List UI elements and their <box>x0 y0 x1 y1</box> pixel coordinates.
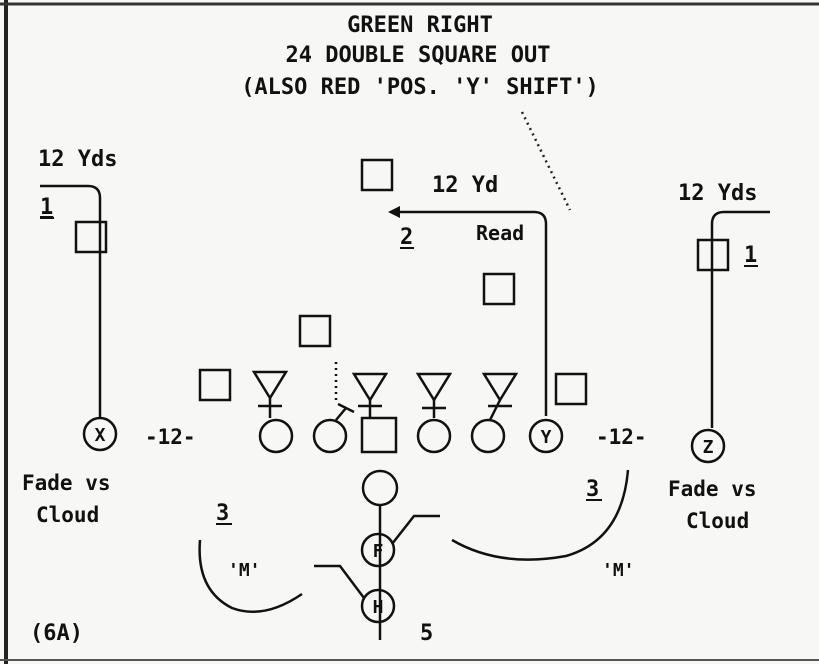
figure-label: (6A) <box>30 621 83 646</box>
x-note-line1: Fade vs <box>22 471 111 495</box>
x-receiver-letter: X <box>95 425 106 446</box>
x-route-depth: 12 Yds <box>38 147 117 172</box>
halfback-circle <box>360 588 396 624</box>
left-tackle <box>258 418 294 454</box>
z-route-depth: 12 Yds <box>678 181 757 206</box>
halfback-letter: H <box>373 597 384 618</box>
y-route-depth: 12 Yd <box>432 173 498 198</box>
x-note-line2: Cloud <box>36 503 99 527</box>
left-guard <box>312 418 348 454</box>
z-read-number: 1 <box>744 243 757 268</box>
defensive-lineman-4 <box>481 372 519 403</box>
left-hook-zone-curve <box>198 539 303 614</box>
defensive-lineman-1 <box>251 370 289 401</box>
play-name: 24 DOUBLE SQUARE OUT <box>286 43 551 68</box>
defensive-lineman-2 <box>351 372 389 403</box>
play-alternate: (ALSO RED 'POS. 'Y' SHIFT') <box>241 75 599 100</box>
linebacker-defender-right <box>482 272 516 306</box>
left-zone-label: 'M' <box>228 560 261 581</box>
right-hook-zone-curve <box>451 469 630 561</box>
safety-defender <box>360 158 394 192</box>
z-receiver-letter: Z <box>703 437 714 458</box>
halfback-block-path <box>314 564 365 599</box>
fullback-circle <box>360 532 396 568</box>
y-square-out-route <box>396 210 548 416</box>
right-read-number: 3 <box>586 477 599 502</box>
y-tight-end-letter: Y <box>541 427 552 448</box>
right-guard <box>416 418 452 454</box>
left-read-number: 3 <box>216 501 229 526</box>
defensive-lineman-3 <box>415 372 453 403</box>
z-note-line1: Fade vs <box>668 477 757 501</box>
quarterback <box>361 469 399 507</box>
linebacker-defender-middle <box>298 314 332 348</box>
y-route-arrowhead <box>388 206 400 218</box>
y-tight-end-circle <box>528 418 564 454</box>
block-tee-guard <box>337 402 355 414</box>
y-read-label: Read <box>476 221 524 245</box>
z-receiver-circle <box>690 428 726 464</box>
right-tackle <box>470 418 506 454</box>
fullback-block-path <box>391 514 440 545</box>
fullback-letter: F <box>373 541 384 562</box>
corner-defender-left <box>74 220 108 254</box>
play-title: GREEN RIGHT <box>347 13 493 38</box>
z-split-label: -12- <box>596 425 647 449</box>
end-defender-right <box>554 372 588 406</box>
z-fade-route <box>710 210 770 428</box>
block-line-guard <box>335 407 347 421</box>
x-fade-route <box>40 184 102 418</box>
check-number: 5 <box>420 621 433 646</box>
block-line-4 <box>488 399 502 421</box>
x-split-label: -12- <box>145 425 196 449</box>
x-read-number: 1 <box>40 195 53 220</box>
z-note-line2: Cloud <box>686 509 749 533</box>
header-pointer-dotted <box>520 111 572 211</box>
y-read-number: 2 <box>400 225 413 250</box>
right-zone-label: 'M' <box>602 560 635 581</box>
end-defender-left <box>198 368 232 402</box>
corner-defender-right <box>696 238 730 272</box>
center <box>360 416 398 454</box>
x-receiver-circle <box>82 416 118 452</box>
